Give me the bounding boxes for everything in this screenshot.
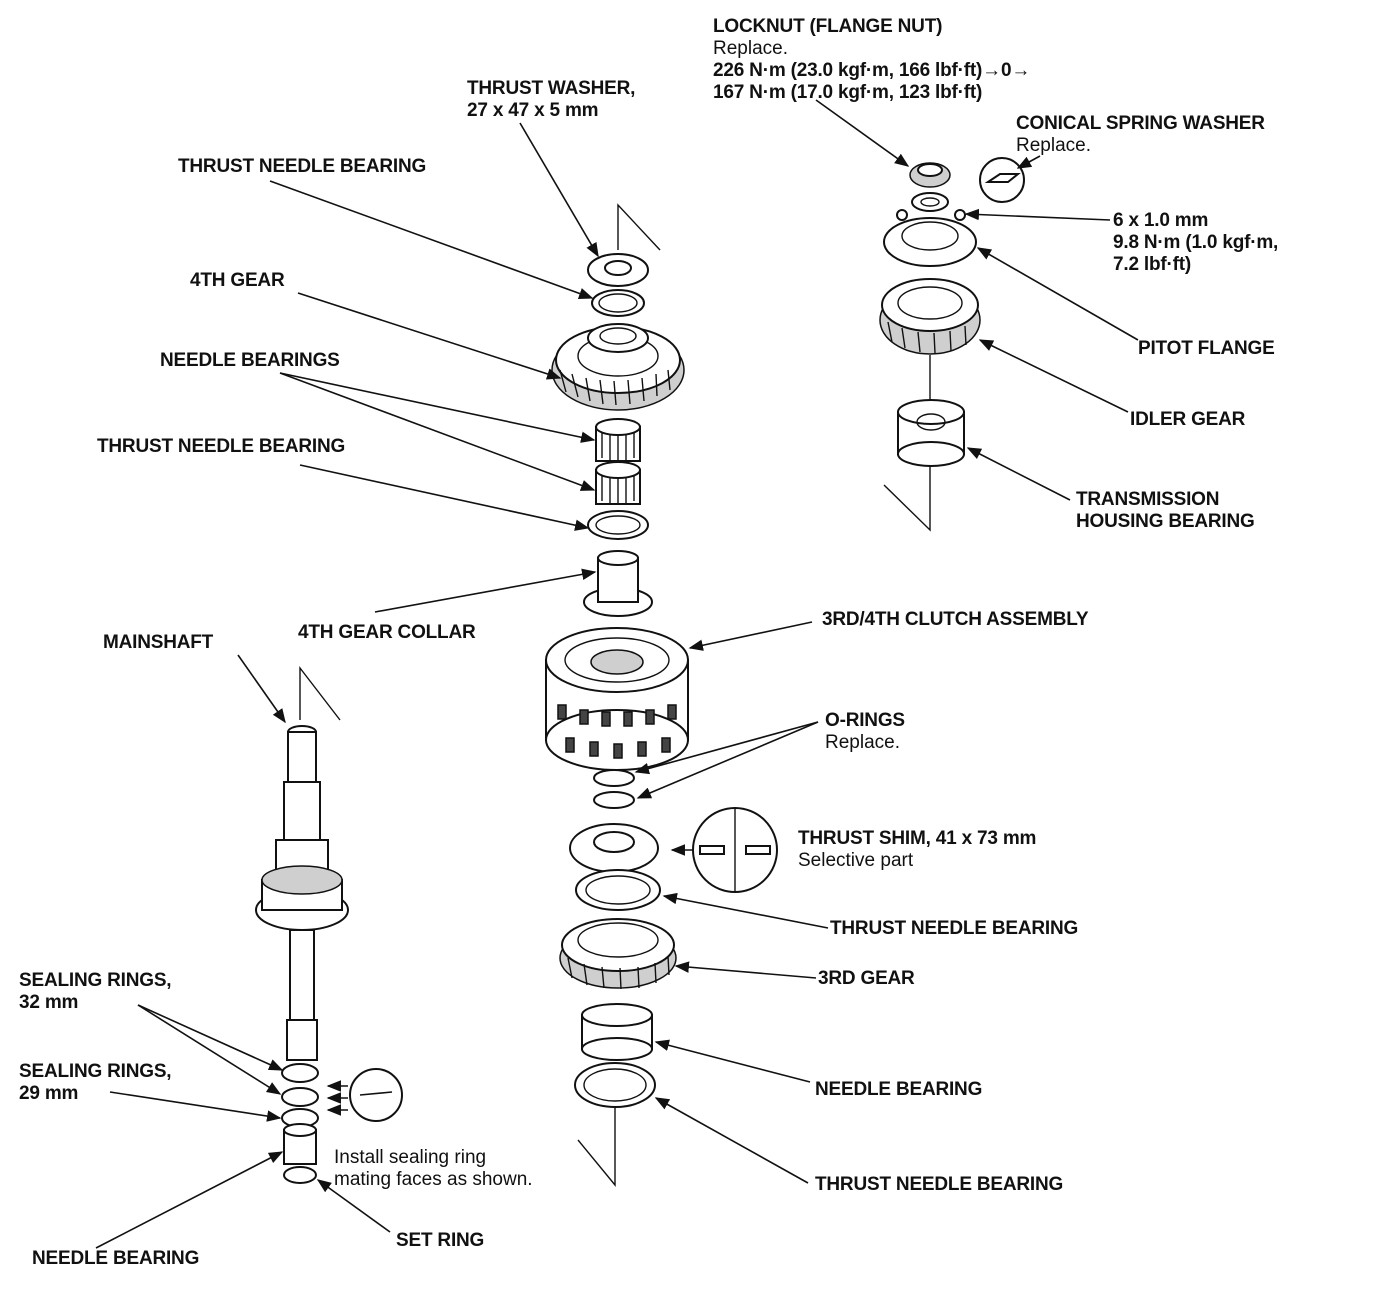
needle-bearing-left-part (283, 1123, 317, 1165)
thrust-needle-bearing-3-label: THRUST NEEDLE BEARING (830, 918, 1078, 940)
idler-assembly (879, 157, 1025, 532)
third-gear-part (559, 918, 677, 990)
locknut-spec-1: 226 N·m (23.0 kgf·m, 166 lbf·ft)→0→ (713, 60, 1031, 81)
needle-bearing-left-text: NEEDLE BEARING (32, 1248, 200, 1269)
needle-bearing-right-text: NEEDLE BEARING (815, 1079, 983, 1100)
pitot-flange-label: PITOT FLANGE (1138, 338, 1275, 360)
conical-washer-detail (979, 157, 1025, 203)
transmission-housing-bearing-line-2: HOUSING BEARING (1076, 511, 1255, 532)
clutch-assembly-text: 3RD/4TH CLUTCH ASSEMBLY (822, 609, 1089, 630)
fourth-gear-label: 4TH GEAR (190, 270, 285, 292)
thrust-needle-bearing-2-part (587, 510, 649, 540)
idler-gear-label: IDLER GEAR (1130, 409, 1245, 431)
transmission-housing-bearing-part (897, 399, 965, 467)
clutch-assembly-label: 3RD/4TH CLUTCH ASSEMBLY (822, 609, 1089, 631)
thrust-shim-title: THRUST SHIM, 41 x 73 mm (798, 828, 1037, 849)
thrust-needle-bearing-top-part (591, 289, 645, 317)
fourth-gear-collar-text: 4TH GEAR COLLAR (298, 622, 476, 643)
install-note-label: Install sealing ring mating faces as sho… (334, 1147, 533, 1191)
thrust-needle-bearing-top-label: THRUST NEEDLE BEARING (178, 156, 426, 178)
set-ring-text: SET RING (396, 1230, 485, 1251)
thrust-washer-label: THRUST WASHER, 27 x 47 x 5 mm (467, 78, 635, 122)
locknut-title: LOCKNUT (FLANGE NUT) (713, 16, 943, 37)
thrust-needle-bearing-bottom-part (574, 1062, 656, 1108)
thrust-washer-title: THRUST WASHER, (467, 78, 636, 99)
pitot-flange-part (883, 209, 977, 267)
locknut-label: LOCKNUT (FLANGE NUT) Replace. 226 N·m (2… (713, 16, 1030, 104)
needle-bearings-label: NEEDLE BEARINGS (160, 350, 340, 372)
thrust-shim-part (569, 823, 659, 873)
thrust-shim-note: Selective part (798, 850, 914, 871)
bolt-spec-line-2: 9.8 N·m (1.0 kgf·m, (1113, 232, 1279, 253)
needle-bearing-left-label: NEEDLE BEARING (32, 1248, 199, 1270)
clutch-assembly-part (545, 627, 689, 771)
needle-bearing-lower-part (595, 461, 641, 505)
idler-gear-text: IDLER GEAR (1130, 409, 1246, 430)
sealing-rings-29-label: SEALING RINGS, 29 mm (19, 1061, 172, 1105)
fourth-gear-collar-label: 4TH GEAR COLLAR (298, 622, 476, 644)
bolt-spec-line-3: 7.2 lbf·ft) (1113, 254, 1192, 275)
sealing-ring-detail (326, 1068, 403, 1122)
mainshaft-label: MAINSHAFT (103, 632, 213, 654)
locknut-spec-2: 167 N·m (17.0 kgf·m, 123 lbf·ft) (713, 82, 983, 103)
thrust-needle-bearing-top-text: THRUST NEEDLE BEARING (178, 156, 427, 177)
needle-bearing-upper-part (595, 418, 641, 462)
thrust-washer-part (587, 253, 649, 287)
set-ring-part (283, 1166, 317, 1184)
pitot-flange-text: PITOT FLANGE (1138, 338, 1275, 359)
third-gear-label: 3RD GEAR (818, 968, 915, 990)
conical-spring-washer-label: CONICAL SPRING WASHER Replace. (1016, 113, 1265, 157)
idler-gear-part (879, 278, 981, 355)
sealing-rings-part (281, 1063, 319, 1128)
thrust-needle-bearing-3-part (575, 869, 661, 911)
thrust-needle-bearing-3-text: THRUST NEEDLE BEARING (830, 918, 1079, 939)
sealing-rings-32-line-2: 32 mm (19, 992, 79, 1013)
fourth-gear-text: 4TH GEAR (190, 270, 285, 291)
set-ring-label: SET RING (396, 1230, 484, 1252)
mainshaft-assembly (255, 665, 403, 1184)
third-gear-text: 3RD GEAR (818, 968, 915, 989)
o-rings-part (593, 769, 635, 809)
mainshaft-text: MAINSHAFT (103, 632, 214, 653)
install-note-line-1: Install sealing ring (334, 1147, 487, 1168)
thrust-shim-label: THRUST SHIM, 41 x 73 mm Selective part (798, 828, 1036, 872)
locknut-part (909, 162, 951, 188)
transmission-housing-bearing-label: TRANSMISSION HOUSING BEARING (1076, 489, 1255, 533)
o-rings-label: O-RINGS Replace. (825, 710, 905, 754)
needle-bearing-right-part (581, 1003, 653, 1061)
conical-spring-washer-title: CONICAL SPRING WASHER (1016, 113, 1265, 134)
needle-bearings-text: NEEDLE BEARINGS (160, 350, 340, 371)
center-assembly (545, 203, 778, 1187)
sealing-rings-29-line-2: 29 mm (19, 1083, 79, 1104)
mainshaft-part (255, 725, 349, 1061)
sealing-rings-32-label: SEALING RINGS, 32 mm (19, 970, 172, 1014)
install-note-line-2: mating faces as shown. (334, 1169, 533, 1190)
thrust-washer-size: 27 x 47 x 5 mm (467, 100, 599, 121)
thrust-needle-bearing-2-text: THRUST NEEDLE BEARING (97, 436, 346, 457)
o-rings-title: O-RINGS (825, 710, 905, 731)
thrust-needle-bearing-bottom-text: THRUST NEEDLE BEARING (815, 1174, 1064, 1195)
conical-spring-washer-note: Replace. (1016, 135, 1091, 156)
needle-bearing-right-label: NEEDLE BEARING (815, 1079, 982, 1101)
conical-spring-washer-part (911, 192, 949, 212)
o-rings-note: Replace. (825, 732, 900, 753)
transmission-housing-bearing-line-1: TRANSMISSION (1076, 489, 1220, 510)
thrust-shim-detail (670, 807, 778, 893)
sealing-rings-29-line-1: SEALING RINGS, (19, 1061, 172, 1082)
fourth-gear-collar-part (583, 550, 653, 617)
locknut-note: Replace. (713, 38, 788, 59)
thrust-needle-bearing-bottom-label: THRUST NEEDLE BEARING (815, 1174, 1063, 1196)
bolt-spec-line-1: 6 x 1.0 mm (1113, 210, 1209, 231)
leader-lines (95, 99, 1139, 1249)
bolt-spec-label: 6 x 1.0 mm 9.8 N·m (1.0 kgf·m, 7.2 lbf·f… (1113, 210, 1278, 276)
fourth-gear-part (551, 323, 685, 411)
sealing-rings-32-line-1: SEALING RINGS, (19, 970, 172, 991)
thrust-needle-bearing-2-label: THRUST NEEDLE BEARING (97, 436, 345, 458)
